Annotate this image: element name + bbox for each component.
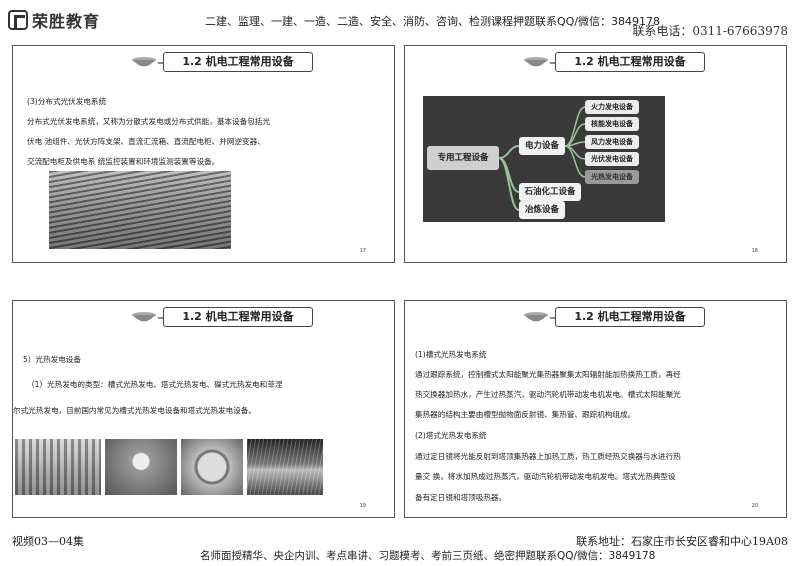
slide-title: 1.2 机电工程常用设备 [555, 307, 705, 327]
header-phone: 联系电话：0311-67663978 [632, 24, 788, 38]
text-line: 交流配电柜及供电系 统监控装置和环境监测装置等设备。 [27, 157, 220, 166]
mindmap-root: 专用工程设备 [427, 146, 499, 170]
bowl-icon [524, 57, 548, 67]
logo-text: 荣胜教育 [32, 12, 101, 31]
text-line: （1）光热发电的类型：槽式光热发电、塔式光热发电、碟式光热发电和菲涅 [27, 380, 283, 389]
fresnel-plant-photo [247, 439, 323, 495]
logo-icon [8, 10, 28, 30]
text-line: 通过定日镜将光能反射到塔顶集热器上加热工质，热工质经热交换器与水进行热 [415, 452, 681, 461]
text-line: 备有定日镜和塔顶吸热器。 [415, 493, 507, 502]
mind-map-connectors [498, 106, 586, 211]
trough-plant-photo [15, 439, 101, 495]
mindmap-branch: 冶炼设备 [519, 201, 565, 219]
footer-address: 联系地址：石家庄市长安区睿和中心19A08 [576, 535, 788, 548]
text-line: 尔式光热发电，目前国内常见为槽式光热发电设备和塔式光热发电设备。 [13, 406, 256, 415]
slide-title: 1.2 机电工程常用设备 [555, 52, 705, 72]
mind-map: 专用工程设备 电力设备 石油化工设备 冶炼设备 火力发电设备 核能发电设备 风力… [423, 96, 665, 222]
page-number: 20 [751, 503, 758, 509]
text-line: 热交换器加热水，产生过热蒸汽，驱动汽轮机带动发电机发电。槽式太阳能聚光 [415, 390, 681, 399]
header-banner: 二建、监理、一建、一造、二造、安全、消防、咨询、检测课程押题联系QQ/微信：38… [205, 15, 661, 28]
text-line: 集热器的结构主要由槽型抛物面反射镜、集热管、跟踪机构组成。 [415, 410, 636, 419]
bowl-icon [524, 312, 548, 322]
slide-header: 1.2 机电工程常用设备 [405, 307, 786, 331]
text-line: (1)槽式光热发电系统 [415, 350, 487, 359]
bowl-icon [132, 312, 156, 322]
slide-title: 1.2 机电工程常用设备 [163, 52, 313, 72]
page-number: 18 [751, 248, 758, 254]
page-number: 17 [359, 248, 366, 254]
slide-header: 1.2 机电工程常用设备 [13, 307, 394, 331]
slide-18: 1.2 机电工程常用设备 专用工程设备 电力设备 石油化工设备 冶炼设备 火力发… [404, 45, 787, 263]
text-line: 通过跟踪系统，控制槽式太阳能聚光集热器聚集太阳辐射能加热换热工质，再经 [415, 370, 681, 379]
mindmap-leaf: 核能发电设备 [585, 117, 639, 131]
text-line: (3)分布式光伏发电系统 [27, 97, 107, 106]
mindmap-branch: 电力设备 [519, 137, 565, 155]
slide-header: 1.2 机电工程常用设备 [13, 52, 394, 76]
page-number: 19 [359, 503, 366, 509]
mindmap-leaf: 光伏发电设备 [585, 152, 639, 166]
mindmap-leaf: 光热发电设备 [585, 170, 639, 184]
mindmap-leaf: 风力发电设备 [585, 135, 639, 149]
slide-title: 1.2 机电工程常用设备 [163, 307, 313, 327]
dish-plant-photo [181, 439, 243, 495]
slide-17: 1.2 机电工程常用设备 (3)分布式光伏发电系统 分布式光伏发电系统，又称为分… [12, 45, 395, 263]
logo: 荣胜教育 [8, 8, 100, 32]
slide-20: 1.2 机电工程常用设备 (1)槽式光热发电系统 通过跟踪系统，控制槽式太阳能聚… [404, 300, 787, 518]
tower-plant-photo [105, 439, 177, 495]
solar-farm-photo [49, 171, 231, 249]
slide-19: 1.2 机电工程常用设备 5）光热发电设备 （1）光热发电的类型：槽式光热发电、… [12, 300, 395, 518]
text-line: 5）光热发电设备 [23, 355, 81, 364]
mindmap-leaf: 火力发电设备 [585, 100, 639, 114]
bowl-icon [132, 57, 156, 67]
footer-banner: 名师面授精华、央企内训、考点串讲、习题模考、考前三页纸、绝密押题联系QQ/微信：… [200, 550, 656, 562]
footer-video-label: 视频03—04集 [12, 535, 84, 548]
text-line: 伏电 池组件、光伏方阵支架、直流汇流箱、直流配电柜、并网逆变器、 [27, 137, 265, 146]
text-line: (2)塔式光热发电系统 [415, 431, 487, 440]
mindmap-branch: 石油化工设备 [519, 183, 581, 201]
text-line: 量交 换，将水加热成过热蒸汽，驱动汽轮机带动发电机发电。塔式光热典型设 [415, 472, 676, 481]
text-line: 分布式光伏发电系统，又称为分散式发电或分布式供能，基本设备包括光 [27, 117, 270, 126]
slide-header: 1.2 机电工程常用设备 [405, 52, 786, 76]
